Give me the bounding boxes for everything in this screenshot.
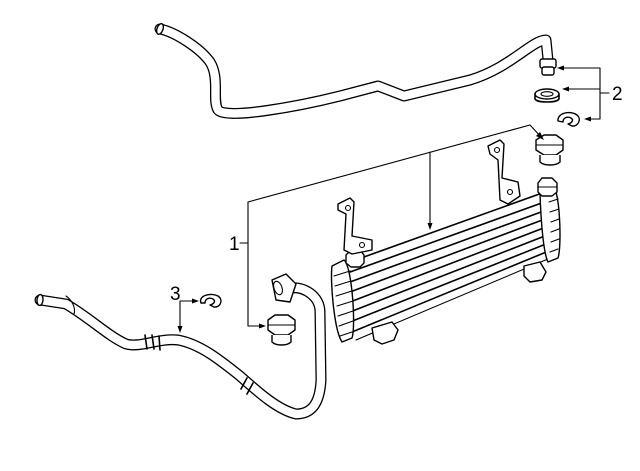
callout-1: 1 xyxy=(229,234,240,255)
callout-3-leader xyxy=(177,298,199,333)
cooler-fitting-lower[interactable] xyxy=(267,314,296,346)
seal-ring[interactable] xyxy=(534,88,560,103)
retaining-clip-lower[interactable] xyxy=(199,293,222,308)
callout-2: 2 xyxy=(612,84,623,105)
upper-cooler-line[interactable] xyxy=(154,23,557,119)
cooler-fitting-upper[interactable] xyxy=(535,134,564,166)
retaining-clip-upper[interactable] xyxy=(557,111,580,127)
callout-1-leader xyxy=(239,124,544,329)
lower-cooler-line[interactable] xyxy=(34,273,327,420)
callout-2-leader xyxy=(557,65,610,122)
callout-3: 3 xyxy=(170,284,181,305)
transmission-oil-cooler[interactable] xyxy=(330,139,561,345)
